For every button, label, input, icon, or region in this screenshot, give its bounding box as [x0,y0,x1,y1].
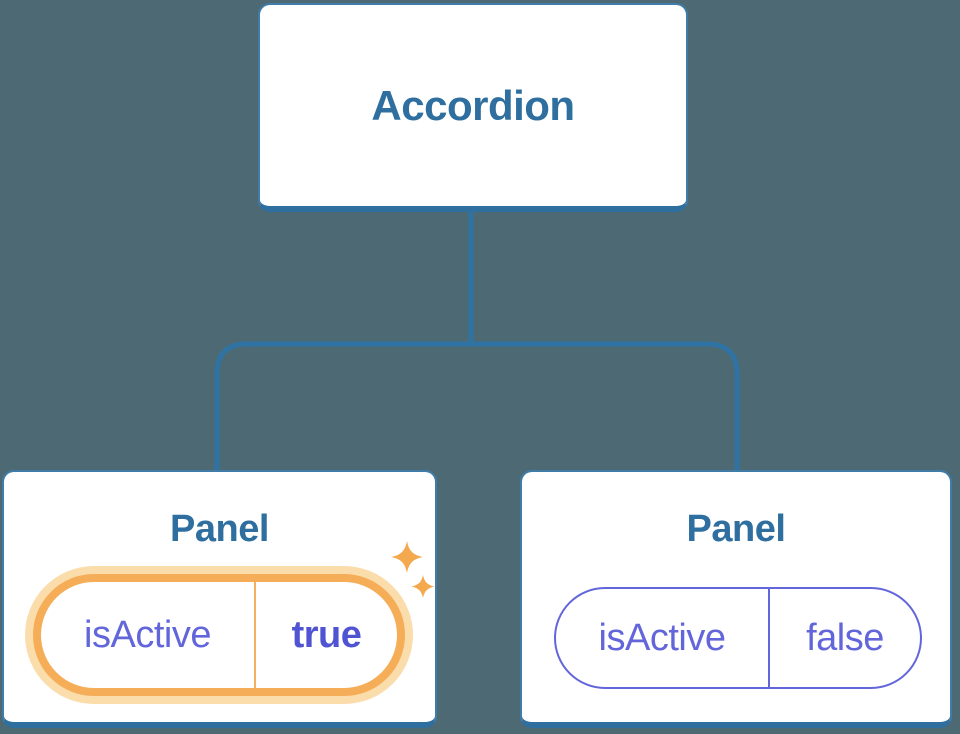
state-key-cell: isActive [41,582,256,688]
state-pill-inactive: isActive false [554,587,922,689]
state-value-cell: false [806,616,884,659]
state-pill-active: isActive true [33,574,405,696]
accordion-node-label: Accordion [371,81,575,129]
accordion-node: Accordion [258,3,688,212]
sparkle-icon [391,541,435,598]
state-key-cell: isActive [556,589,770,687]
panel-node-label: Panel [686,508,786,550]
state-value-cell: true [291,613,362,656]
sparkle-large-icon [391,541,423,573]
panel-node-inactive: Panel isActive false [520,470,952,728]
sparkle-small-icon [411,575,435,598]
panel-node-label: Panel [170,508,269,550]
connector-branch [214,341,740,474]
panel-node-active: Panel isActive true [2,470,437,728]
